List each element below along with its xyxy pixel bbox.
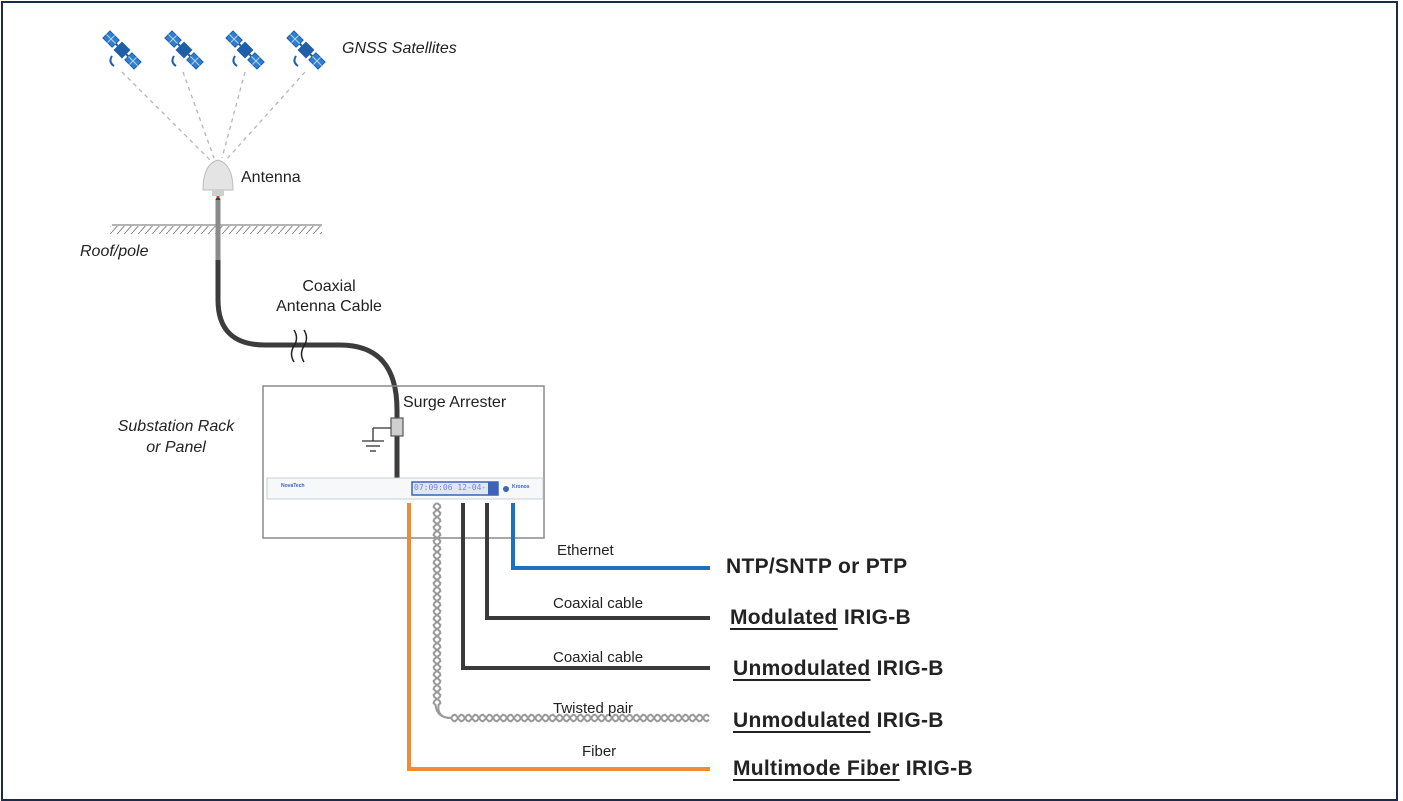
antenna-icon	[202, 159, 234, 200]
time-server-device	[266, 477, 544, 500]
coaxial-cable-2	[461, 503, 710, 670]
cable-label-fiber: Fiber	[582, 743, 617, 760]
antenna-label: Antenna	[241, 169, 301, 186]
output-fiber-text: IRIG-B	[899, 757, 973, 780]
surge-arrester-icon	[390, 417, 404, 437]
signal-rays	[121, 71, 306, 161]
rack-label-line1: Substation Rack	[117, 418, 235, 435]
coaxial-cable-1	[485, 503, 710, 620]
gnss-label: GNSS Satellites	[342, 40, 457, 57]
satellite-icon	[101, 29, 143, 71]
cable-label-twisted: Twisted pair	[553, 700, 634, 717]
device-brand-left: NovaTech	[281, 483, 305, 489]
substation-rack	[262, 385, 545, 539]
output-fiber-emph: Multimode Fiber	[733, 757, 900, 780]
output-ntp-text: NTP/SNTP or PTP	[726, 555, 908, 578]
antenna-cable	[215, 197, 400, 481]
output-ntp: NTP/SNTP or PTP	[726, 554, 907, 580]
satellite-icon	[285, 29, 327, 71]
output-modulated: Modulated IRIG-B	[730, 605, 911, 631]
output-unmodulated-twisted-text: IRIG-B	[870, 709, 944, 732]
satellite-icon	[163, 29, 205, 71]
output-unmodulated-coax-emph: Unmodulated	[733, 657, 871, 680]
device-display: 07:09:06 12-04-19	[414, 483, 486, 492]
output-unmodulated-coax: Unmodulated IRIG-B	[733, 656, 944, 682]
twisted-pair-cable	[432, 502, 710, 723]
output-unmodulated-coax-text: IRIG-B	[870, 657, 944, 680]
output-modulated-text: IRIG-B	[837, 606, 911, 629]
cable-break-icon	[290, 329, 308, 363]
output-unmodulated-twisted-emph: Unmodulated	[733, 709, 871, 732]
output-fiber: Multimode Fiber IRIG-B	[733, 756, 973, 782]
ethernet-cable	[511, 503, 710, 570]
device-brand-right: Kronos	[512, 484, 530, 490]
satellite-icon	[224, 29, 266, 71]
cable-label-coax-1: Coaxial cable	[553, 595, 644, 612]
cable-label-coax-2: Coaxial cable	[553, 649, 644, 666]
fiber-cable	[407, 503, 710, 771]
roof-label: Roof/pole	[80, 243, 149, 260]
ground-icon	[362, 427, 391, 452]
output-modulated-emph: Modulated	[730, 606, 838, 629]
rack-label-line2: or Panel	[146, 439, 206, 456]
cable-label-line1: Coaxial	[302, 278, 356, 295]
surge-arrester-label: Surge Arrester	[403, 394, 507, 411]
cable-label-ethernet: Ethernet	[557, 542, 614, 559]
output-unmodulated-twisted: Unmodulated IRIG-B	[733, 708, 944, 734]
cable-label-line2: Antenna Cable	[276, 298, 382, 315]
